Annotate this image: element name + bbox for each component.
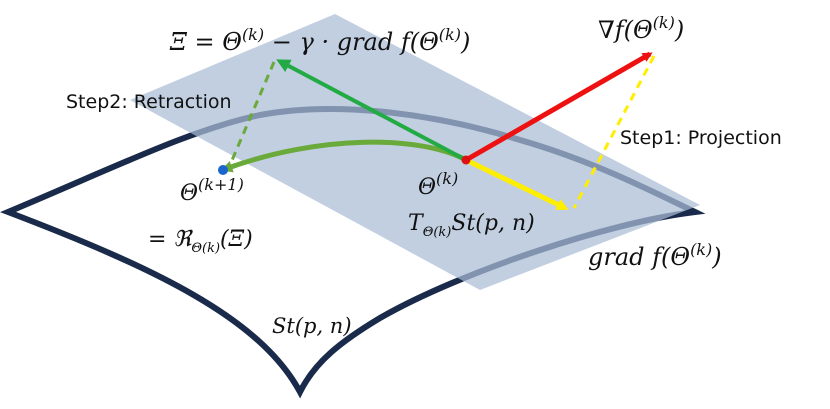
next-iterate-label: Θ(k+1) (180, 175, 244, 206)
step1-label: Step1: Projection (620, 127, 782, 149)
retraction-formula: = ℜΘ(k)(Ξ) (148, 227, 253, 256)
current-iterate-label: Θ(k) (418, 169, 458, 200)
next-point-dot (218, 165, 228, 175)
riemannian-gradient-label: grad f(Θ(k)) (588, 240, 722, 271)
step2-label: Step2: Retraction (66, 91, 232, 113)
negative-gradient-step-arrow (276, 59, 467, 162)
manifold-label: St(p, n) (272, 314, 352, 338)
current-point-dot (461, 155, 471, 165)
tangent-space-label: TΘ(k)St(p, n) (408, 211, 535, 240)
euclidean-gradient-label: ∇f(Θ(k)) (598, 13, 684, 44)
projection-dashed-line (572, 55, 656, 209)
xi-update-formula: Ξ = Θ(k) − γ · grad f(Θ(k)) (169, 25, 470, 56)
riemannian-gradient-arrow (464, 157, 569, 211)
retraction-dashed-line (228, 61, 276, 166)
tangent-plane (130, 14, 700, 290)
euclidean-gradient-arrow (464, 51, 653, 163)
